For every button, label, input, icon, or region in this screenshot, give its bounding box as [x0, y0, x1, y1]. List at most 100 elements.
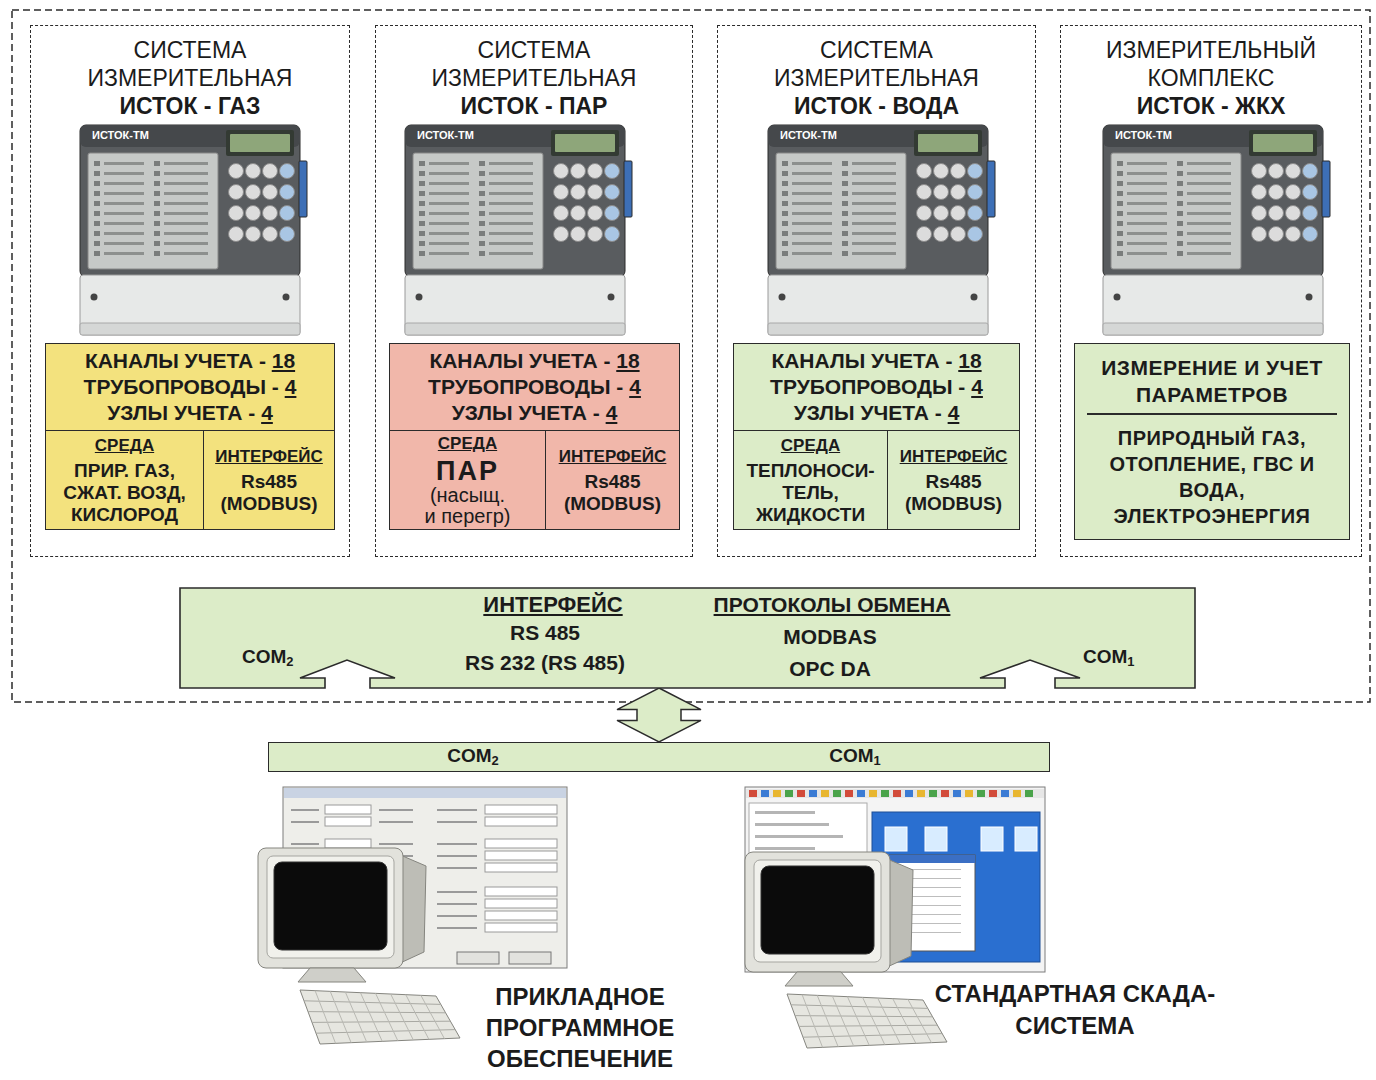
interface-cell: ИНТЕРФЕЙСRs485 (MODBUS) [203, 430, 335, 530]
shape-part [1127, 192, 1167, 195]
shape-part [1177, 181, 1183, 186]
shape-part [1177, 171, 1183, 176]
port-label: COM2 [242, 646, 294, 669]
key-button [280, 164, 295, 179]
shape-part [391, 994, 414, 1040]
shape-part [485, 817, 557, 826]
shape-part [154, 201, 160, 206]
shape-part [284, 788, 566, 798]
shape-part [792, 252, 832, 255]
shape-part [104, 192, 144, 195]
key-button [1303, 227, 1318, 242]
workstation-label: СТАНДАРТНАЯ СКАДА-СИСТЕМА [925, 978, 1225, 1042]
parameter-line: КАНАЛЫ УЧЕТА - 18 [771, 348, 981, 374]
cell-value: Rs485 (MODBUS) [891, 471, 1016, 515]
shape-part [809, 790, 817, 797]
key-button [1252, 227, 1267, 242]
shape-part [1177, 191, 1183, 196]
port-name: COM [242, 646, 286, 667]
shape-part [863, 997, 885, 1044]
shape-part [274, 862, 387, 950]
shape-part [869, 790, 877, 797]
shape-part [918, 134, 978, 152]
shape-part [164, 182, 208, 185]
shape-part [745, 852, 890, 972]
workstation [745, 852, 947, 1048]
shape-part [94, 181, 100, 186]
key-button [1303, 185, 1318, 200]
parameter-line: УЗЛЫ УЧЕТА - 4 [452, 400, 618, 426]
shape-part [1015, 827, 1037, 851]
shape-part [437, 809, 477, 811]
shape-part [437, 843, 477, 845]
shape-part [94, 241, 100, 246]
shape-part [479, 161, 485, 166]
shape-part [1127, 182, 1167, 185]
shape-part [893, 999, 916, 1044]
shape-part [489, 172, 533, 175]
key-button [1303, 206, 1318, 221]
key-button [917, 206, 932, 221]
shape-part [429, 242, 469, 245]
shape-part [1117, 241, 1123, 246]
com-bus: COM2COM1 [268, 742, 1050, 772]
band-heading: ИНТЕРФЕЙС [483, 592, 622, 618]
shape-part [437, 891, 477, 893]
shape-part [792, 192, 832, 195]
shape-part [929, 790, 937, 797]
shape-part [755, 823, 829, 826]
shape-part [857, 790, 865, 797]
shape-part [797, 790, 805, 797]
shape-part [154, 221, 160, 226]
shape-part [1127, 222, 1167, 225]
shape-part [761, 790, 769, 797]
shape-part [485, 863, 557, 872]
parameter-name: КАНАЛЫ УЧЕТА - [85, 349, 272, 372]
shape-part [154, 191, 160, 196]
shape-part [1253, 134, 1313, 152]
workstation [258, 848, 460, 1044]
parameters-box: КАНАЛЫ УЧЕТА - 18ТРУБОПРОВОДЫ - 4УЗЛЫ УЧ… [45, 343, 335, 431]
key-button [1269, 164, 1284, 179]
interface-cell: ИНТЕРФЕЙСRs485 (MODBUS) [887, 430, 1020, 530]
shape-part [555, 134, 615, 152]
port-name: COM [1083, 646, 1127, 667]
shape-part [429, 222, 469, 225]
key-button [917, 227, 932, 242]
shape-part [479, 201, 485, 206]
parameter-name: ТРУБОПРОВОДЫ - [770, 375, 971, 398]
shape-part [291, 843, 319, 845]
shape-part [164, 212, 208, 215]
shape-part [379, 809, 413, 811]
shape-part [164, 162, 208, 165]
scada-screenshot [745, 787, 1045, 972]
shape-part [787, 994, 947, 1048]
shape-part [792, 212, 832, 215]
shape-part [437, 915, 477, 917]
key-button [934, 227, 949, 242]
medium-cell: СРЕДАПАР(насыщ. и перегр) [389, 430, 546, 530]
band-outline [180, 588, 1195, 688]
key-button [1269, 185, 1284, 200]
shape-part [376, 993, 398, 1040]
shape-part [429, 252, 469, 255]
shape-part [485, 839, 557, 848]
meter-device [405, 125, 632, 335]
shape-part [429, 202, 469, 205]
shape-part [852, 232, 896, 235]
key-button [1286, 164, 1301, 179]
device-label: ИСТОК-ТМ [417, 129, 474, 141]
shape-part [792, 242, 832, 245]
shape-part [768, 125, 988, 277]
shape-part [1187, 172, 1231, 175]
shape-part [164, 222, 208, 225]
band-value: RS 485 [510, 620, 580, 645]
shape-part [298, 968, 366, 982]
port-number: 1 [874, 753, 881, 768]
interface-band: ИНТЕРФЕЙСRS 485RS 232 (RS 485)ПРОТОКОЛЫ … [180, 588, 1195, 688]
shape-part [914, 130, 982, 156]
shape-part [1127, 162, 1167, 165]
cell-value: ПАР [436, 458, 499, 485]
shape-part [1177, 251, 1183, 256]
